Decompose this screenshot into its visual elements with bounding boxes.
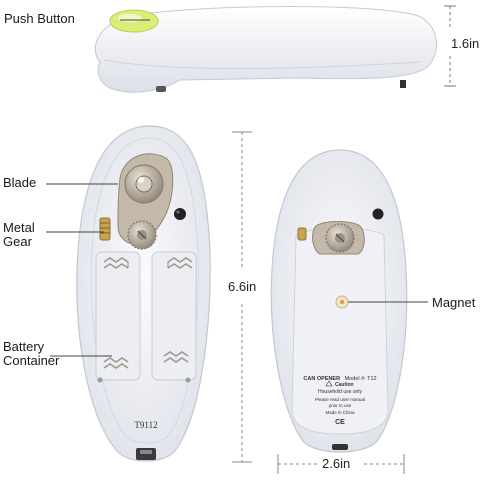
height-dimension-line (444, 5, 456, 87)
svg-text:CE: CE (335, 419, 345, 426)
inside-view (76, 125, 211, 462)
svg-text:Caution: Caution (335, 382, 354, 388)
metal-gear-label: Metal Gear (3, 220, 35, 249)
svg-text:prior to use: prior to use (329, 403, 352, 408)
height-dimension: 1.6in (451, 36, 480, 51)
svg-text:Household use only: Household use only (318, 389, 362, 395)
left-leaders (46, 183, 118, 357)
model-code: T9112 (134, 420, 157, 430)
svg-text:Made in China: Made in China (325, 410, 355, 415)
svg-text:CAN OPENER Model #: T1: CAN OPENER Model #: T12 (303, 376, 376, 382)
length-dimension: 6.6in (228, 279, 257, 294)
back-sticker: CAN OPENER Model #: T12 Caution Househol… (303, 376, 376, 426)
magnet-label: Magnet (432, 295, 476, 310)
battery-slot-left (95, 251, 141, 381)
battery-slot-right (151, 251, 197, 381)
push-button-label: Push Button (4, 11, 75, 26)
width-dimension-line (277, 454, 405, 474)
back-view (270, 149, 408, 453)
svg-text:Please read user manual: Please read user manual (315, 397, 365, 402)
length-dimension-line (232, 131, 252, 463)
blade-label: Blade (3, 175, 37, 190)
side-view (94, 6, 437, 93)
battery-container-label: Battery Container (3, 339, 60, 368)
width-dimension: 2.6in (322, 456, 351, 471)
battery-springs (103, 257, 193, 369)
